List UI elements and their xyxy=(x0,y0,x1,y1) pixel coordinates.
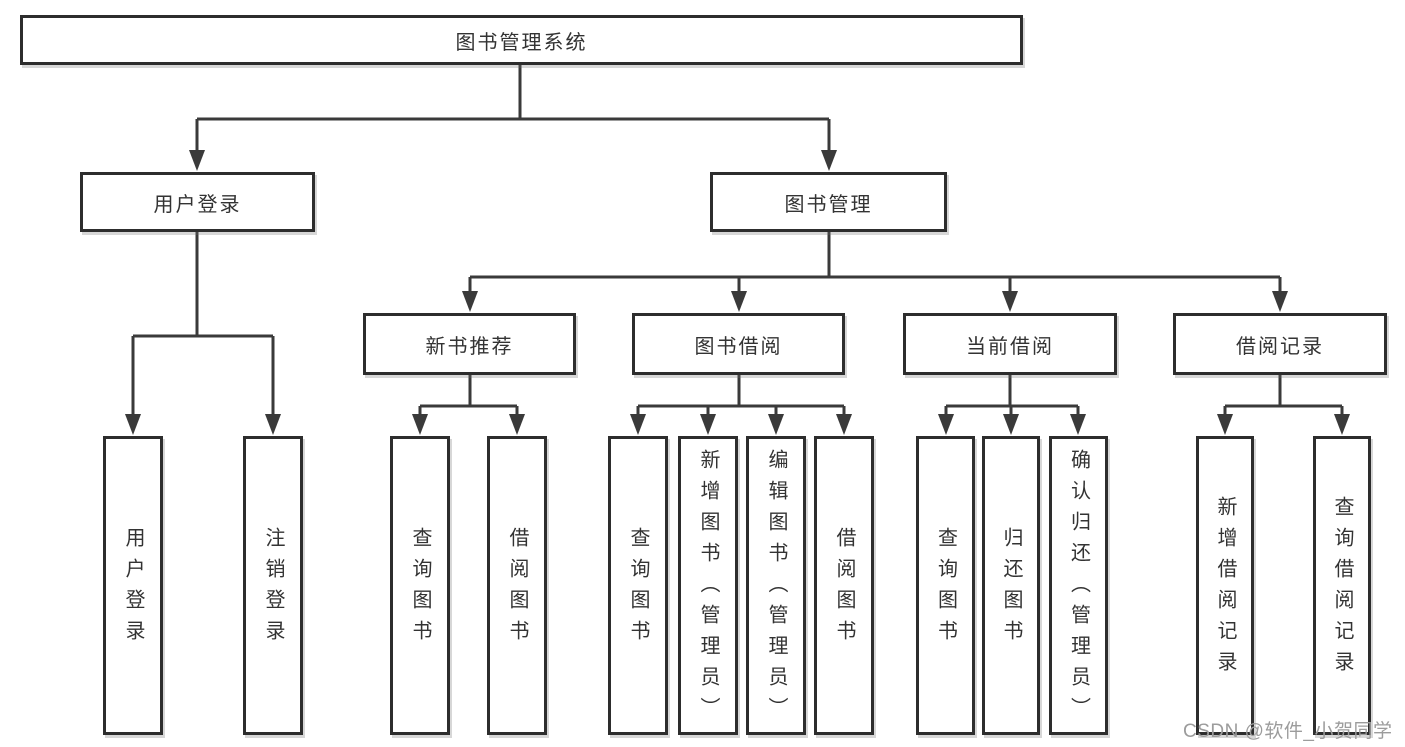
leaf-borrow-books-recommend: 借阅图书 xyxy=(487,436,547,735)
leaf-query-books-current: 查询图书 xyxy=(916,436,975,735)
leaf-add-books-admin: 新增图书（管理员） xyxy=(678,436,738,735)
leaf-add-borrow-record: 新增借阅记录 xyxy=(1196,436,1254,735)
arrowheads xyxy=(125,150,1350,435)
node-library-management-system: 图书管理系统 xyxy=(20,15,1023,65)
leaf-logout: 注销登录 xyxy=(243,436,303,735)
node-book-borrowing: 图书借阅 xyxy=(632,313,845,375)
leaf-confirm-return-admin: 确认归还（管理员） xyxy=(1049,436,1108,735)
node-current-borrowing: 当前借阅 xyxy=(903,313,1117,375)
leaf-borrow-books: 借阅图书 xyxy=(814,436,874,735)
node-new-book-recommend: 新书推荐 xyxy=(363,313,576,375)
leaf-query-books-recommend: 查询图书 xyxy=(390,436,450,735)
csdn-watermark: CSDN @软件_小贺同学 xyxy=(1183,721,1393,742)
leaf-query-borrow-record: 查询借阅记录 xyxy=(1313,436,1371,735)
leaf-return-books: 归还图书 xyxy=(982,436,1040,735)
leaf-edit-books-admin: 编辑图书（管理员） xyxy=(746,436,806,735)
node-book-management: 图书管理 xyxy=(710,172,947,232)
node-user-login: 用户登录 xyxy=(80,172,315,232)
leaf-query-books-borrowing: 查询图书 xyxy=(608,436,668,735)
leaf-user-login: 用户登录 xyxy=(103,436,163,735)
node-borrowing-records: 借阅记录 xyxy=(1173,313,1387,375)
